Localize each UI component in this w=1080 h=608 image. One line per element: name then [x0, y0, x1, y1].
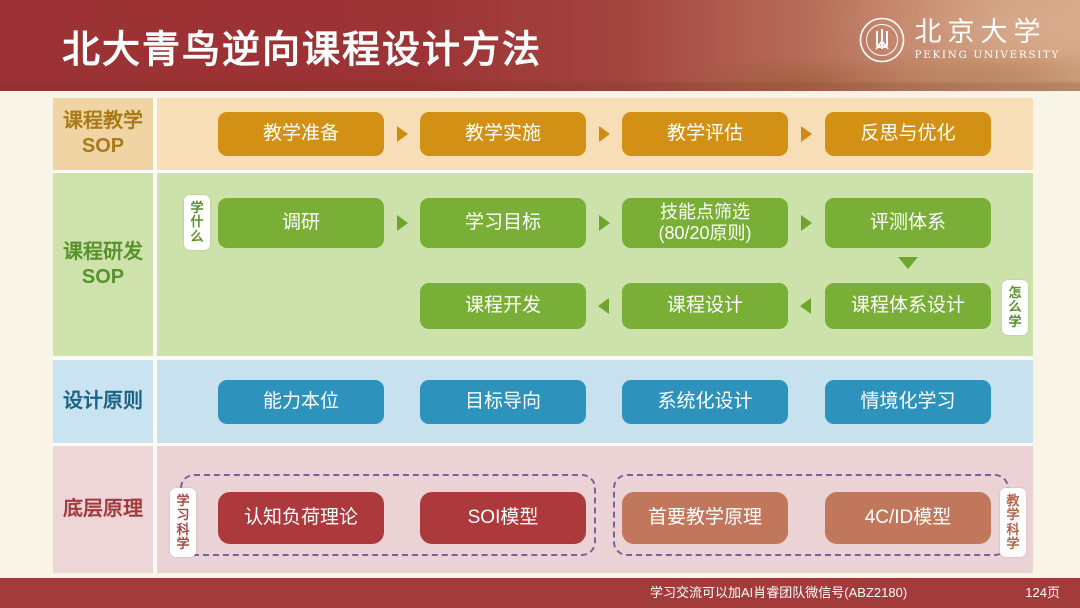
node-assessment-system: 评测体系 [825, 198, 991, 248]
node-research: 调研 [218, 198, 384, 248]
arrow-down-icon [898, 257, 918, 269]
node-teach-evaluate: 教学评估 [622, 112, 788, 156]
arrow-right-icon [397, 126, 408, 142]
node-learning-goals: 学习目标 [420, 198, 586, 248]
tag-what-to-learn: 学什么 [184, 195, 210, 250]
row-foundations-label: 底层原理 [53, 446, 157, 573]
row-design-principles: 设计原则 能力本位 目标导向 系统化设计 情境化学习 [53, 360, 1033, 443]
tag-teaching-science: 教学科学 [1000, 488, 1026, 558]
tag-how-to-learn: 怎么学 [1002, 280, 1028, 335]
row-dev-label-line2: SOP [81, 265, 125, 288]
row-teaching-label-line1: 课程教学 [63, 110, 143, 132]
node-soi-model: SOI模型 [420, 492, 586, 544]
node-course-system-design: 课程体系设计 [825, 283, 991, 329]
arrow-right-icon [801, 215, 812, 231]
header-banner: 北大青鸟逆向课程设计方法 北京大学 PEKING UNIVERSITY [0, 0, 1080, 91]
node-skill-filter: 技能点筛选 (80/20原则) [622, 198, 788, 248]
node-first-principles-of-instruction: 首要教学原理 [622, 492, 788, 544]
row-principles-content: 能力本位 目标导向 系统化设计 情境化学习 [157, 360, 1033, 443]
row-dev-content: 学什么 调研 学习目标 技能点筛选 (80/20原则) 评测体系 课程开发 课程… [157, 173, 1033, 356]
row-foundations-content: 学习科学 认知负荷理论 SOI模型 首要教学原理 4C/ID模型 教学科学 [157, 446, 1033, 573]
arrow-right-icon [599, 215, 610, 231]
node-course-design: 课程设计 [622, 283, 788, 329]
row-dev-sop: 课程研发 SOP 学什么 调研 学习目标 技能点筛选 (80/20原则) 评测体… [53, 173, 1033, 356]
arrow-left-icon [800, 298, 811, 314]
node-competency-based: 能力本位 [218, 380, 384, 424]
row-dev-label-line1: 课程研发 [63, 240, 143, 263]
node-teach-implement: 教学实施 [420, 112, 586, 156]
row-dev-label: 课程研发 SOP [53, 173, 157, 356]
row-teaching-content: 教学准备 教学实施 教学评估 反思与优化 [157, 98, 1033, 170]
pku-logo-en: PEKING UNIVERSITY [914, 49, 1060, 61]
pku-logo-text: 北京大学 PEKING UNIVERSITY [915, 19, 1060, 61]
node-teach-prepare: 教学准备 [218, 112, 384, 156]
footer-contact-note: 学习交流可以加AI肖睿团队微信号(ABZ2180) [650, 585, 908, 600]
tag-learning-science: 学习科学 [170, 488, 196, 558]
node-teach-reflect: 反思与优化 [825, 112, 991, 156]
node-4cid-model: 4C/ID模型 [825, 492, 991, 544]
page-title: 北大青鸟逆向课程设计方法 [62, 29, 543, 71]
diagram-rows: 课程教学 SOP 教学准备 教学实施 教学评估 反思与优化 课程研发 SOP 学… [53, 98, 1033, 573]
node-course-development: 课程开发 [420, 283, 586, 329]
node-systematic-design: 系统化设计 [622, 380, 788, 424]
pku-seal-icon [859, 17, 904, 63]
node-skill-filter-line2: (80/20原则) [658, 223, 752, 243]
arrow-right-icon [397, 215, 408, 231]
pku-logo-cn: 北京大学 [914, 17, 1047, 48]
arrow-left-icon [598, 298, 609, 314]
row-principles-label: 设计原则 [53, 360, 157, 443]
node-cognitive-load-theory: 认知负荷理论 [218, 492, 384, 544]
node-skill-filter-line1: 技能点筛选 [660, 202, 750, 223]
page-number: 124页 [1025, 585, 1060, 600]
arrow-right-icon [599, 126, 610, 142]
row-teaching-label-line2: SOP [81, 135, 125, 157]
row-foundations: 底层原理 学习科学 认知负荷理论 SOI模型 首要教学原理 4C/ID模型 教学… [53, 446, 1033, 573]
row-teaching-sop: 课程教学 SOP 教学准备 教学实施 教学评估 反思与优化 [53, 98, 1033, 170]
node-situated-learning: 情境化学习 [825, 380, 991, 424]
arrow-right-icon [801, 126, 812, 142]
footer-bar: 学习交流可以加AI肖睿团队微信号(ABZ2180) 124页 [0, 578, 1080, 608]
row-teaching-label: 课程教学 SOP [53, 98, 157, 170]
node-goal-oriented: 目标导向 [420, 380, 586, 424]
pku-logo: 北京大学 PEKING UNIVERSITY [859, 17, 1060, 63]
